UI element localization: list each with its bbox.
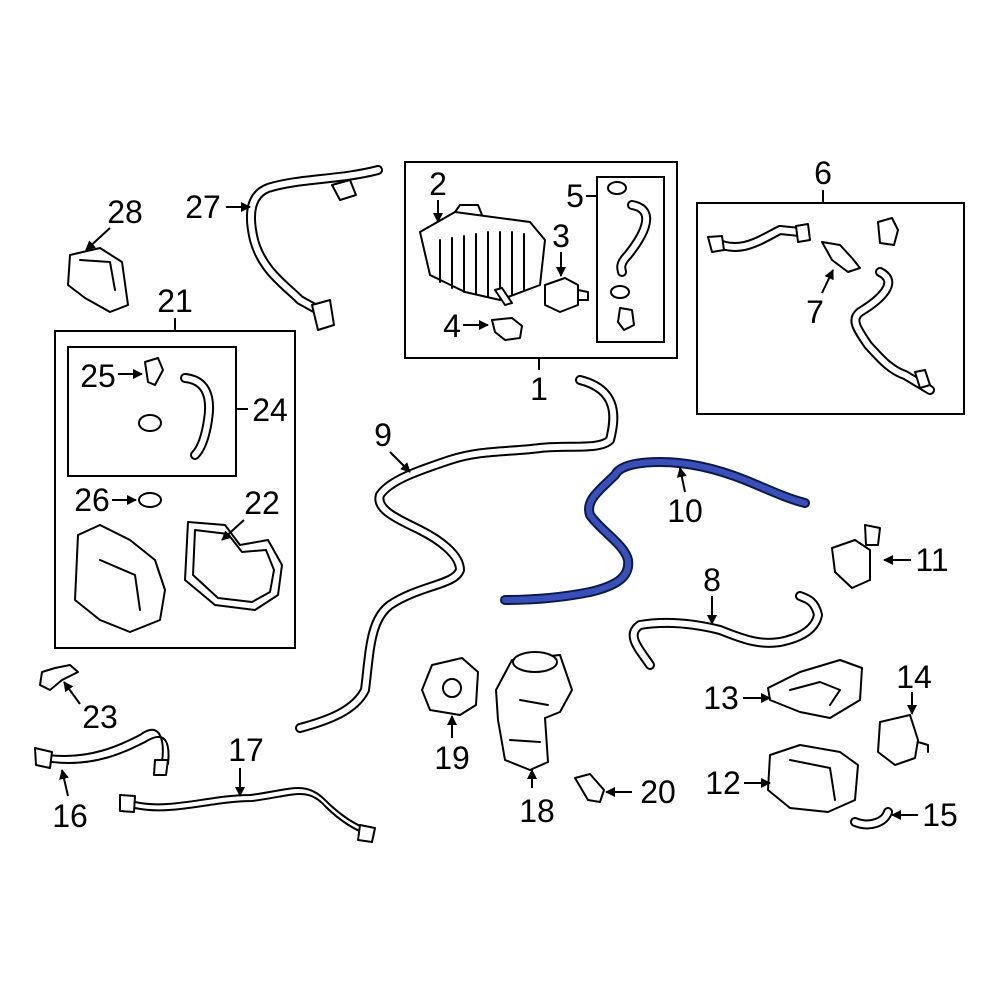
callout-4: 4 <box>443 308 461 344</box>
callout-19: 19 <box>434 740 470 776</box>
callout-23: 23 <box>82 699 118 735</box>
group-box-5 <box>596 176 665 343</box>
callout-26: 26 <box>74 482 110 518</box>
callout-17: 17 <box>228 732 264 768</box>
callout-24: 24 <box>252 392 288 428</box>
callout-18: 18 <box>519 793 555 829</box>
callout-10: 10 <box>667 493 703 529</box>
callout-8: 8 <box>703 562 721 598</box>
leader-lines <box>59 190 918 820</box>
callout-3: 3 <box>552 218 570 254</box>
part-4-connector <box>491 317 523 341</box>
part-27-tube <box>245 165 383 331</box>
callout-22: 22 <box>244 485 280 521</box>
part-26-oring <box>138 492 162 508</box>
callout-25: 25 <box>80 358 116 394</box>
callout-13: 13 <box>703 680 739 716</box>
callout-9: 9 <box>374 417 392 453</box>
callout-15: 15 <box>922 797 958 833</box>
callout-21: 21 <box>157 283 193 319</box>
callout-labels: 1 2 3 4 5 6 7 8 9 10 11 12 13 14 15 16 1… <box>52 155 958 834</box>
group-box-24 <box>67 346 237 477</box>
part-13-bracket <box>767 659 863 719</box>
callout-27: 27 <box>185 189 221 225</box>
part-17-sensor <box>119 787 376 843</box>
part-8-tube <box>628 591 823 670</box>
group-box-6 <box>696 202 965 415</box>
part-18-valve <box>495 651 573 771</box>
callout-6: 6 <box>814 155 832 191</box>
part-23-bolt <box>39 664 79 691</box>
callout-2: 2 <box>429 166 447 202</box>
part-7-valve <box>821 241 861 273</box>
callout-11: 11 <box>915 542 948 578</box>
callout-14: 14 <box>896 659 932 695</box>
callout-1: 1 <box>530 371 548 407</box>
part-19-gasket <box>421 657 479 716</box>
part-20-bolt <box>574 773 605 803</box>
group-box-1 <box>404 161 678 359</box>
callout-28: 28 <box>107 194 143 230</box>
part-3-solenoid <box>544 277 589 313</box>
part-11-valve <box>831 524 881 589</box>
part-21-cover <box>74 524 166 633</box>
part-2-canister <box>419 204 546 306</box>
part-15-hose <box>850 807 893 830</box>
part-28-bracket <box>67 247 129 313</box>
callout-12: 12 <box>705 765 741 801</box>
callout-7: 7 <box>806 294 824 330</box>
part-24-hose <box>138 373 214 460</box>
part-16-sensor <box>34 728 170 776</box>
part-25-fitting <box>144 357 164 386</box>
part-12-canister <box>767 744 859 813</box>
part-10-hose-highlighted <box>500 457 810 605</box>
part-9-tube <box>295 375 619 733</box>
part-6-hose-assembly <box>707 217 935 395</box>
callout-5: 5 <box>566 178 584 214</box>
callout-20: 20 <box>640 774 676 810</box>
part-5-hoses <box>607 181 652 331</box>
callout-16: 16 <box>52 798 88 834</box>
part-22-gasket <box>184 521 283 611</box>
part-14-solenoid <box>877 714 929 766</box>
